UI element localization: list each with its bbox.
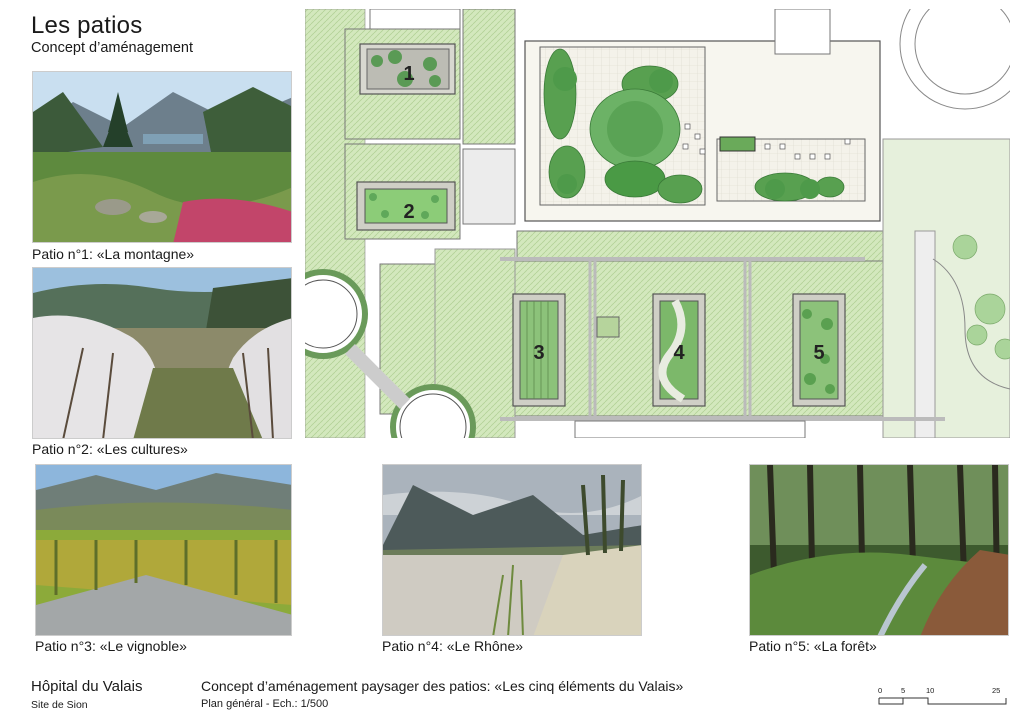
photo-mountain: [32, 71, 292, 243]
institution-name: Hôpital du Valais: [31, 678, 143, 695]
patio-number-3: 3: [533, 342, 544, 364]
patio-number-2: 2: [403, 201, 414, 223]
photo-vineyard: [35, 464, 292, 636]
caption-patio-1: Patio n°1: «La montagne»: [32, 246, 195, 262]
caption-patio-3: Patio n°3: «Le vignoble»: [35, 638, 187, 654]
scale-label-25: 25: [992, 686, 1001, 695]
patio-number-1: 1: [403, 63, 414, 85]
photo-rhone: [382, 464, 642, 636]
photo-orchard: [32, 267, 292, 439]
scale-label-10: 10: [926, 686, 935, 695]
page-subtitle: Concept d’aménagement: [31, 40, 194, 56]
scale-label-5: 5: [901, 686, 906, 695]
patio-number-5: 5: [813, 342, 824, 364]
caption-patio-5: Patio n°5: «La forêt»: [749, 638, 877, 654]
patio-number-4: 4: [673, 342, 685, 364]
site-name: Site de Sion: [31, 699, 88, 711]
plan-info: Plan général - Ech.: 1/500: [201, 698, 329, 710]
project-title: Concept d’aménagement paysager des patio…: [201, 678, 684, 694]
photo-forest: [749, 464, 1009, 636]
scale-label-0: 0: [878, 686, 883, 695]
caption-patio-4: Patio n°4: «Le Rhône»: [382, 638, 524, 654]
page-title: Les patios: [31, 12, 143, 39]
caption-patio-2: Patio n°2: «Les cultures»: [32, 441, 188, 457]
scale-bar-graphic: [878, 697, 1007, 705]
site-plan: 1 2 3 4 5: [278, 0, 1024, 470]
